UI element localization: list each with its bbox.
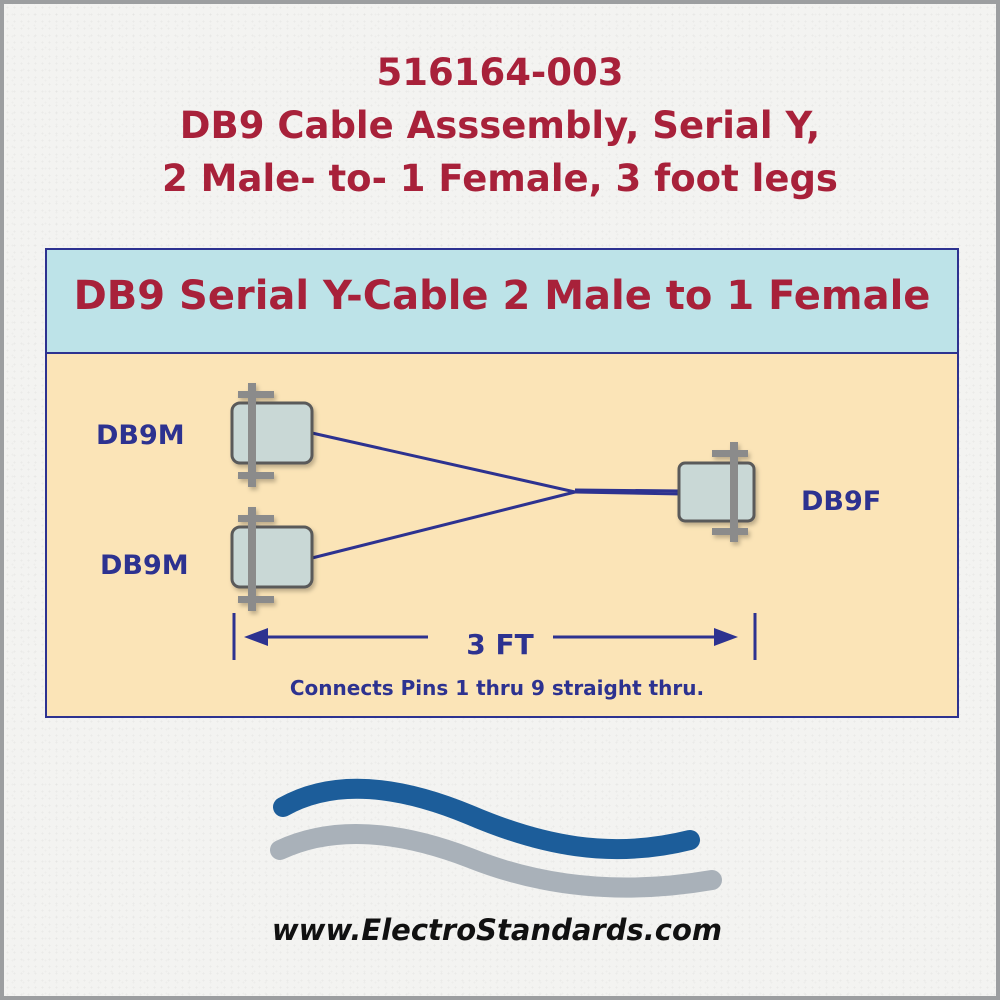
arrow-left-icon — [244, 628, 268, 646]
db9f-label: DB9F — [801, 486, 882, 517]
website-link[interactable]: www.ElectroStandards.com — [271, 913, 723, 947]
part-number: 516164-003 — [376, 51, 624, 94]
pinout-note: Connects Pins 1 thru 9 straight thru. — [289, 676, 705, 700]
diagram-title: DB9 Serial Y-Cable 2 Male to 1 Female — [73, 273, 931, 319]
logo-wave-gray — [270, 824, 722, 898]
cable-lines — [311, 431, 683, 560]
description-line-2: 2 Male- to- 1 Female, 3 foot legs — [162, 157, 838, 200]
cable-trunk — [574, 488, 683, 493]
db9m-top-connector-icon — [230, 383, 314, 487]
db9m-bottom-connector-icon — [230, 507, 314, 611]
db9m-top-label: DB9M — [96, 420, 185, 451]
diagram-panel: DB9 Serial Y-Cable 2 Male to 1 Female — [45, 248, 959, 718]
db9f-connector-icon — [677, 442, 756, 542]
description-line-1: DB9 Cable Asssembly, Serial Y, — [179, 104, 821, 147]
cable-leg-bottom — [311, 490, 576, 560]
logo-wave-blue — [273, 778, 700, 860]
db9m-bottom-label: DB9M — [100, 550, 189, 581]
diagram-header-band: DB9 Serial Y-Cable 2 Male to 1 Female — [47, 250, 957, 354]
dimension-line — [232, 613, 757, 660]
arrow-right-icon — [714, 628, 738, 646]
length-label: 3 FT — [466, 628, 534, 661]
